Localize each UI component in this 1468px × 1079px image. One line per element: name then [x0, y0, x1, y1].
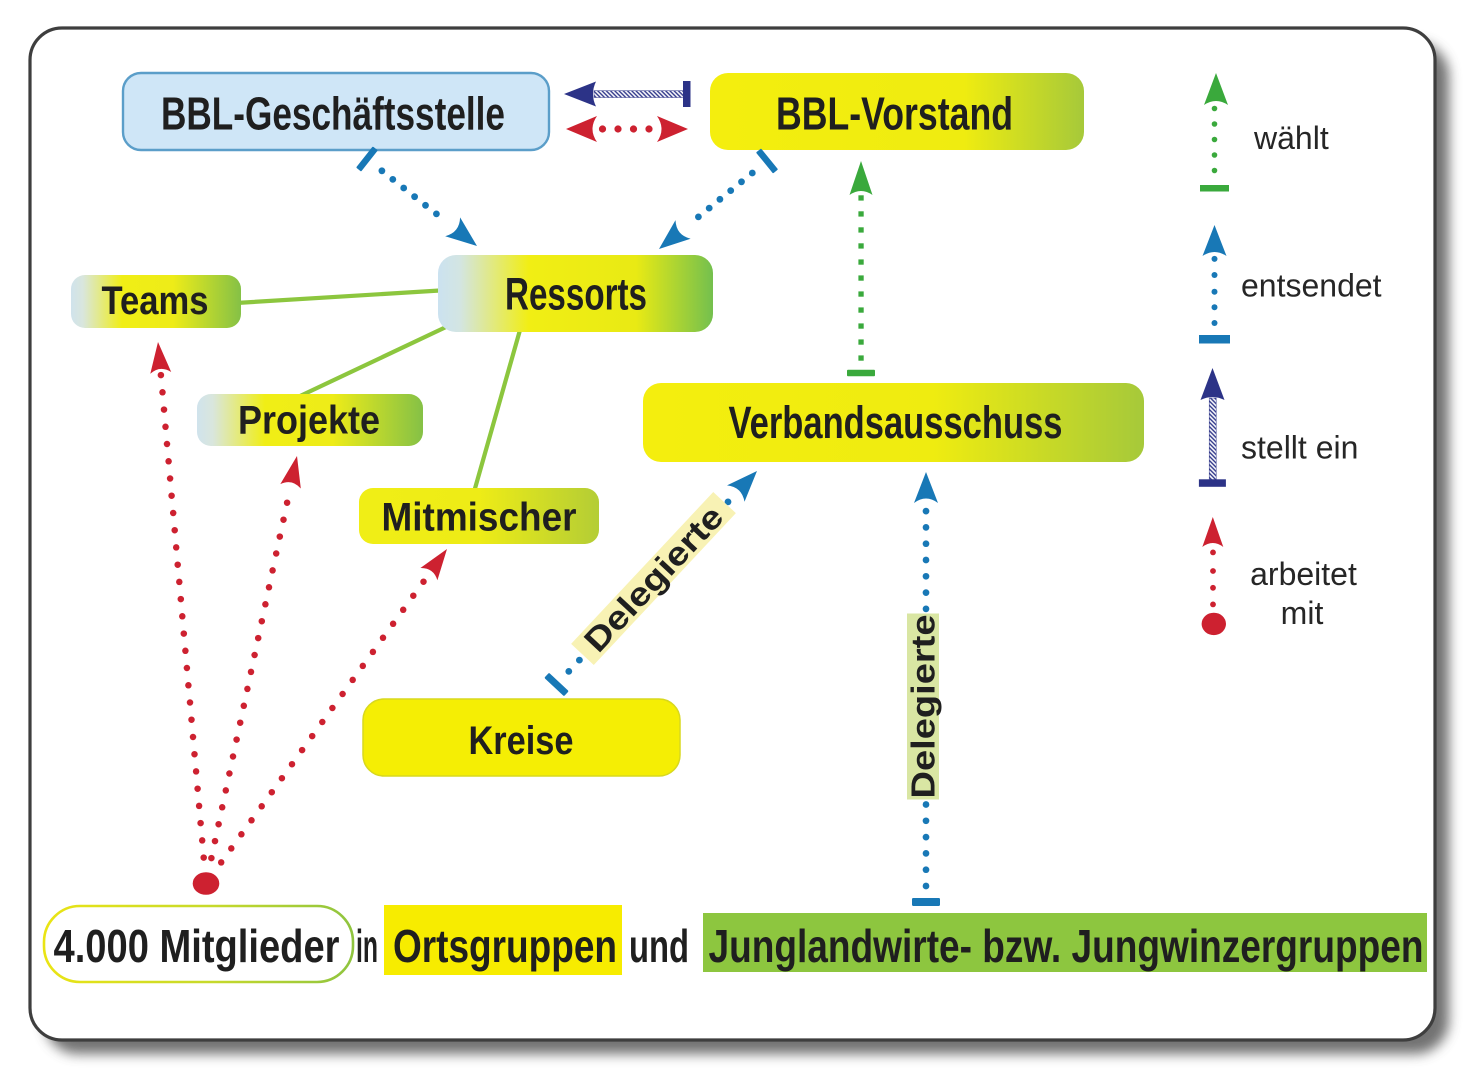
svg-text:arbeitet: arbeitet — [1250, 556, 1357, 592]
svg-text:Mitmischer: Mitmischer — [382, 496, 577, 540]
svg-text:Verbandsausschuss: Verbandsausschuss — [729, 397, 1063, 448]
svg-text:und: und — [629, 920, 689, 972]
svg-text:BBL-Geschäftsstelle: BBL-Geschäftsstelle — [161, 88, 505, 140]
svg-text:mit: mit — [1281, 595, 1324, 631]
svg-text:entsendet: entsendet — [1241, 268, 1382, 304]
svg-text:BBL-Vorstand: BBL-Vorstand — [776, 88, 1013, 140]
svg-text:Junglandwirte- bzw. Jungwinzer: Junglandwirte- bzw. Jungwinzergruppen — [709, 920, 1424, 972]
svg-text:stellt ein: stellt ein — [1241, 430, 1358, 466]
svg-text:wählt: wählt — [1253, 120, 1329, 156]
svg-text:Ortsgruppen: Ortsgruppen — [393, 920, 617, 972]
svg-text:in: in — [356, 920, 378, 972]
svg-text:Ressorts: Ressorts — [505, 269, 647, 320]
svg-text:Teams: Teams — [102, 279, 209, 323]
svg-text:Delegierte: Delegierte — [905, 615, 942, 799]
svg-text:Projekte: Projekte — [238, 399, 380, 443]
svg-text:Kreise: Kreise — [469, 719, 574, 763]
svg-text:4.000 Mitglieder: 4.000 Mitglieder — [54, 920, 340, 972]
